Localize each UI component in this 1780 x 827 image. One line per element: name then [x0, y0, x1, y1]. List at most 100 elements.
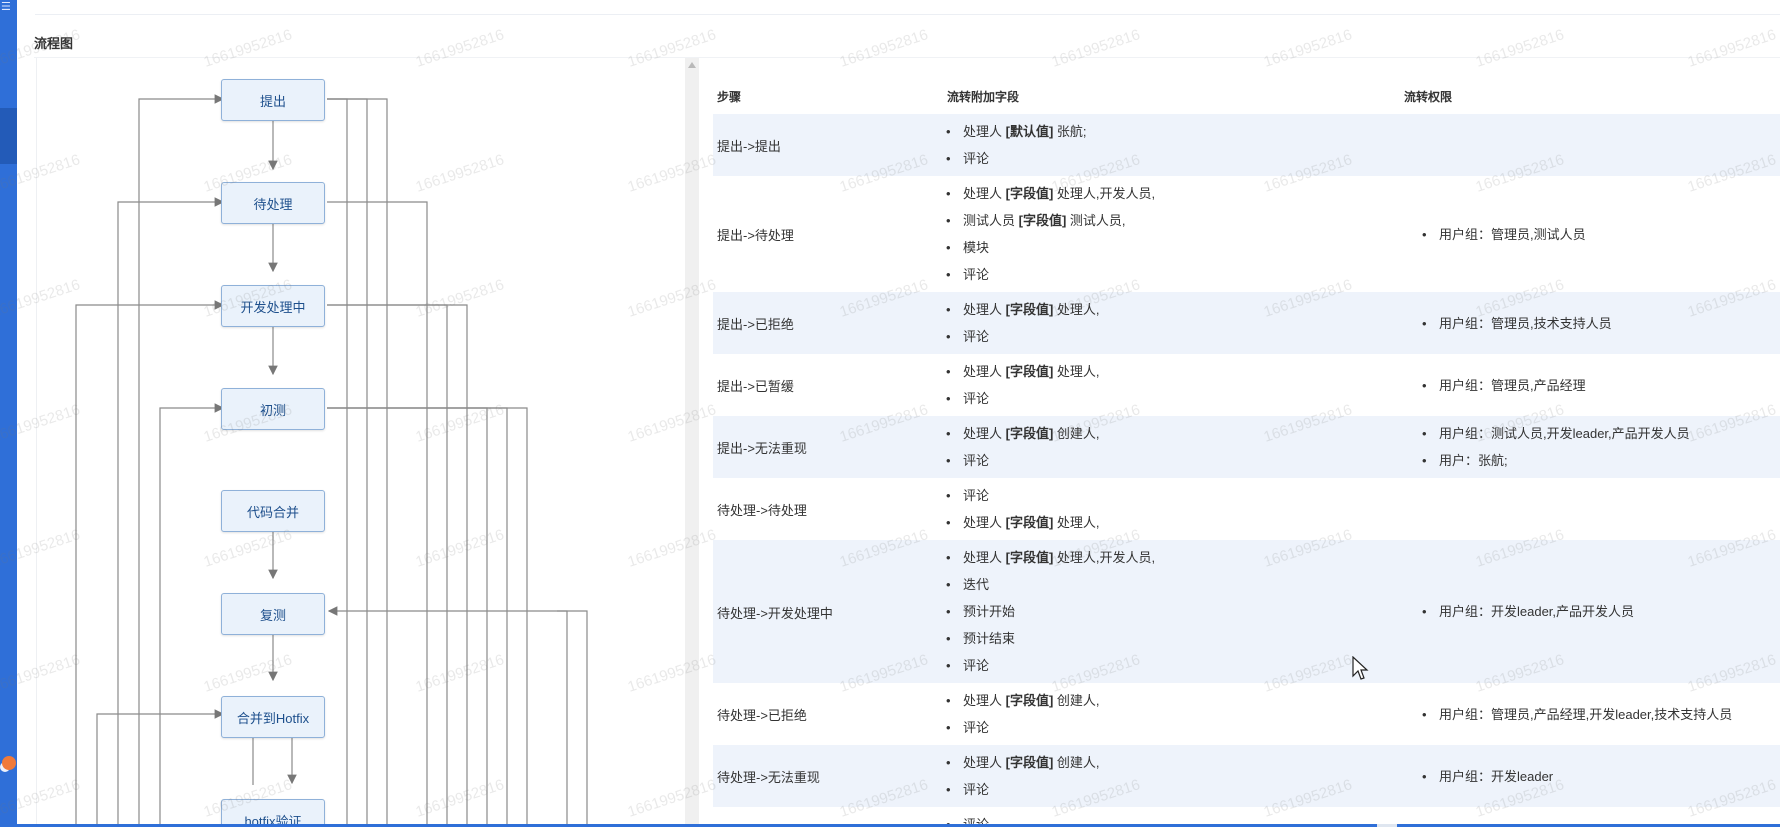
field-name: 迭代 — [963, 577, 990, 592]
field-value: 处理人, — [1053, 515, 1100, 530]
watermark-text: 16619952816 — [837, 26, 931, 71]
permission-cell: 用户组：开发leader,产品开发人员 — [1419, 598, 1634, 625]
top-divider — [35, 14, 1780, 15]
field-item: 评论 — [943, 811, 989, 827]
field-name: 处理人 — [963, 302, 1006, 317]
header-step: 步骤 — [717, 90, 742, 104]
table-header: 步骤 流转附加字段 流转权限 — [713, 78, 1780, 114]
permission-item: 用户组：管理员,产品经理 — [1419, 372, 1586, 399]
field-value: 创建人, — [1053, 755, 1100, 770]
field-tag: [字段值] — [1005, 755, 1054, 770]
scroll-up-icon[interactable] — [688, 62, 696, 68]
section-title: 流程图 — [34, 36, 74, 51]
permission-cell: 用户组：管理员,产品经理 — [1419, 372, 1586, 399]
field-item: 评论 — [943, 323, 1100, 350]
fields-cell: 评论 — [943, 811, 989, 827]
left-sidebar: ☰ — [0, 0, 17, 827]
field-tag: [字段值] — [1005, 186, 1054, 201]
step-cell: 提出->无法重现 — [717, 441, 807, 456]
fields-cell: 处理人 [字段值] 处理人,开发人员, 迭代预计开始预计结束评论 — [943, 544, 1155, 679]
field-value: 处理人,开发人员, — [1053, 550, 1156, 565]
flow-node-hebingdaohotfix[interactable]: 合并到Hotfix — [221, 696, 325, 738]
flow-node-chuce[interactable]: 初测 — [221, 388, 325, 430]
flow-node-hotfixyanzheng[interactable]: hotfix验证 — [221, 799, 325, 827]
fields-cell: 处理人 [字段值] 创建人,评论 — [943, 749, 1100, 803]
watermark-text: 16619952816 — [1473, 26, 1567, 71]
field-name: 预计开始 — [963, 604, 1016, 619]
title-divider — [34, 57, 1780, 58]
flow-node-tichu[interactable]: 提出 — [221, 79, 325, 121]
field-name: 处理人 — [963, 186, 1006, 201]
flow-node-kaifachulizhong[interactable]: 开发处理中 — [221, 285, 325, 327]
field-name: 评论 — [963, 151, 990, 166]
field-tag: [字段值] — [1005, 693, 1054, 708]
watermark-text: 16619952816 — [1049, 26, 1143, 71]
watermark-text: 16619952816 — [1261, 26, 1355, 71]
fields-cell: 处理人 [字段值] 创建人, 评论 — [943, 420, 1100, 474]
field-name: 评论 — [963, 782, 990, 797]
field-name: 评论 — [963, 720, 990, 735]
field-value: 测试人员, — [1066, 213, 1126, 228]
table-row: 待处理->开发处理中 处理人 [字段值] 处理人,开发人员, 迭代预计开始预计结束评… — [713, 540, 1780, 683]
field-name: 预计结束 — [963, 631, 1016, 646]
panel-scrollbar[interactable] — [685, 58, 699, 827]
flowchart-connectors — [75, 94, 588, 827]
transition-table: 步骤 流转附加字段 流转权限 提出->提出处理人 [默认值] 张航;评论提出->… — [713, 78, 1780, 827]
field-name: 评论 — [963, 329, 990, 344]
watermark-text: 16619952816 — [1685, 26, 1779, 71]
field-tag: [默认值] — [1005, 124, 1054, 139]
step-cell: 提出->待处理 — [717, 228, 794, 243]
field-item: 评论 — [943, 385, 1100, 412]
flow-node-daimahebing[interactable]: 代码合并 — [221, 490, 325, 532]
permission-cell: 用户组：测试人员,开发leader,产品开发人员用户：张航; — [1419, 420, 1690, 474]
field-tag: [字段值] — [1005, 302, 1054, 317]
permission-item: 用户组：管理员,测试人员 — [1419, 221, 1586, 248]
permission-item: 用户：张航; — [1419, 447, 1690, 474]
field-tag: [字段值] — [1005, 550, 1054, 565]
table-row: 提出->已拒绝处理人 [字段值] 处理人,评论用户组：管理员,技术支持人员 — [713, 292, 1780, 354]
field-name: 模块 — [963, 240, 990, 255]
field-value: 创建人, — [1053, 693, 1100, 708]
field-value: 创建人, — [1053, 426, 1100, 441]
fields-cell: 处理人 [字段值] 处理人,开发人员,测试人员 [字段值] 测试人员,模块评论 — [943, 180, 1155, 288]
fields-cell: 处理人 [默认值] 张航;评论 — [943, 118, 1087, 172]
sidebar-active-item[interactable] — [0, 108, 17, 164]
field-name: 处理人 — [963, 124, 1006, 139]
field-name: 处理人 — [963, 364, 1006, 379]
field-item: 评论 — [943, 482, 1100, 509]
field-item: 预计开始 — [943, 598, 1155, 625]
collapse-icon[interactable]: ☰ — [1, 1, 11, 13]
field-value: 处理人, — [1053, 302, 1100, 317]
notification-dot — [2, 756, 16, 770]
field-item: 处理人 [字段值] 创建人, — [943, 420, 1100, 447]
permission-item: 用户组：管理员,技术支持人员 — [1419, 310, 1612, 337]
field-tag: [字段值] — [1005, 426, 1054, 441]
field-value: 处理人, — [1053, 364, 1100, 379]
field-item: 模块 — [943, 234, 1155, 261]
field-item: 处理人 [字段值] 处理人, — [943, 296, 1100, 323]
flow-node-daichuli[interactable]: 待处理 — [221, 182, 325, 224]
permission-cell: 用户组：管理员,产品经理,开发leader,技术支持人员 — [1419, 701, 1732, 728]
flow-node-fuce[interactable]: 复测 — [221, 593, 325, 635]
fields-cell: 处理人 [字段值] 处理人, 评论 — [943, 296, 1100, 350]
permission-cell: 用户组：管理员,技术支持人员 — [1419, 310, 1612, 337]
field-item: 评论 — [943, 145, 1087, 172]
field-item: 处理人 [字段值] 处理人, — [943, 358, 1100, 385]
field-name: 评论 — [963, 453, 990, 468]
field-item: 测试人员 [字段值] 测试人员, — [943, 207, 1155, 234]
permission-cell: 用户组：管理员,测试人员 — [1419, 221, 1586, 248]
field-item: 评论 — [943, 447, 1100, 474]
step-cell: 待处理->开发处理中 — [717, 605, 833, 621]
field-name: 处理人 — [963, 550, 1006, 565]
permission-item: 用户组：开发leader,产品开发人员 — [1419, 598, 1634, 625]
permission-item: 用户组：开发leader — [1419, 763, 1553, 790]
field-name: 评论 — [963, 488, 990, 503]
table-row: 提出->无法重现 处理人 [字段值] 创建人, 评论 用户组：测试人员,开发leade… — [713, 416, 1780, 478]
field-item: 评论 — [943, 776, 1100, 803]
step-cell: 待处理->待处理 — [717, 503, 807, 518]
field-item: 评论 — [943, 652, 1155, 679]
permission-item: 用户组：管理员,产品经理,开发leader,技术支持人员 — [1419, 701, 1732, 728]
field-item: 处理人 [字段值] 创建人, — [943, 687, 1100, 714]
step-cell: 待处理->无法重现 — [717, 770, 820, 785]
horizontal-scrollbar[interactable] — [17, 824, 1780, 827]
